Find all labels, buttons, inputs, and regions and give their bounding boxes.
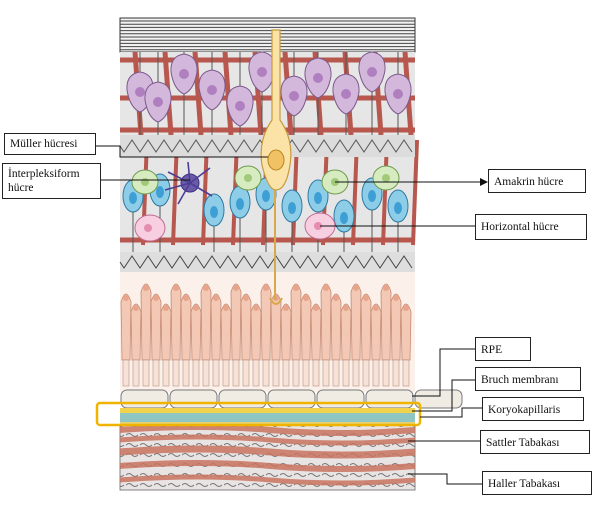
label-muller: Müller hücresi (4, 133, 96, 155)
ganglion-cell-layer (126, 51, 412, 140)
leader-koryokapillaris (420, 407, 482, 418)
label-muller-text: Müller hücresi (10, 138, 78, 150)
nerve-fiber-layer (119, 17, 416, 53)
interplexiform-cell (164, 161, 213, 205)
leader-haller (408, 473, 482, 485)
label-haller-text: Haller Tabakası (488, 478, 561, 490)
label-rpe: RPE (475, 337, 531, 361)
label-sattler: Sattler Tabakası (480, 430, 590, 454)
label-sattler-text: Sattler Tabakası (486, 437, 560, 449)
choriocapillaris (120, 413, 415, 425)
rpe-layer (120, 389, 463, 409)
leader-muller (95, 145, 268, 158)
leader-rpe (412, 348, 475, 397)
leader-lines (95, 145, 482, 485)
label-koryokapillaris: Koryokapillaris (482, 397, 584, 421)
label-rpe-text: RPE (481, 344, 503, 356)
leader-bruch (412, 379, 475, 412)
label-amakrin: Amakrin hücre (488, 169, 586, 193)
photoreceptor-layer (120, 272, 415, 392)
bruch-membrane (120, 408, 415, 413)
highlight-box (95, 401, 422, 427)
label-koryokapillaris-text: Koryokapillaris (488, 404, 561, 416)
label-horizontal-text: Horizontal hücre (481, 221, 559, 233)
label-bruch: Bruch membranı (475, 367, 581, 391)
muller-cell (260, 29, 292, 305)
label-horizontal: Horizontal hücre (475, 214, 587, 240)
label-interpleksiform: İnterpleksiform hücre (2, 163, 101, 199)
label-interpleksiform-text: İnterpleksiform hücre (8, 168, 80, 194)
label-amakrin-text: Amakrin hücre (494, 176, 564, 188)
choroid-layers (119, 424, 416, 491)
inner-nuclear-layer (122, 165, 409, 258)
outer-plexiform-layer (119, 252, 415, 272)
inner-retina (119, 51, 419, 272)
label-haller: Haller Tabakası (482, 471, 592, 495)
label-bruch-text: Bruch membranı (481, 374, 559, 386)
